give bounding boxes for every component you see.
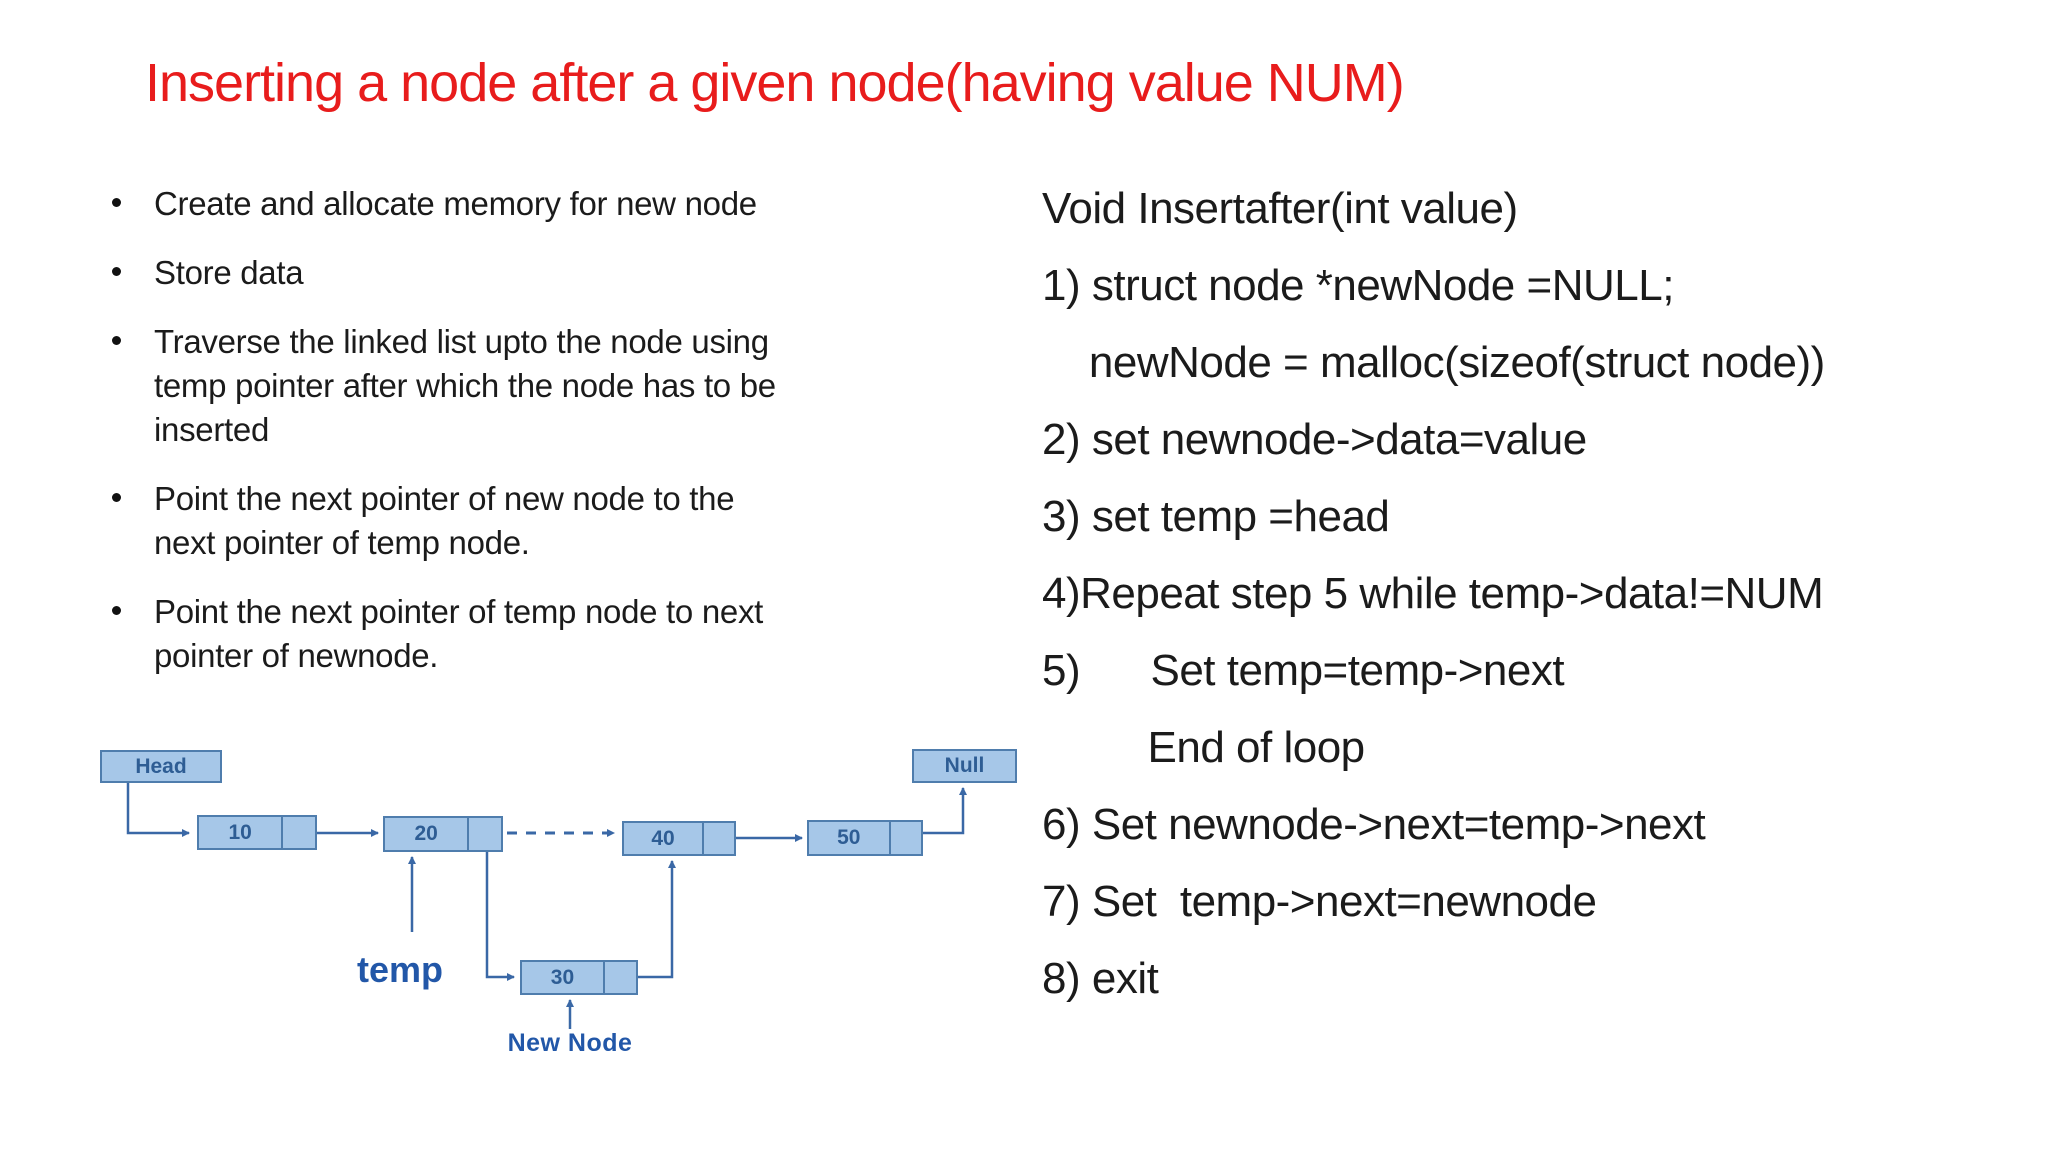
head-box: Head — [100, 750, 222, 783]
node-value: 30 — [550, 965, 575, 989]
code-line: 4)Repeat step 5 while temp->data!=NUM — [1042, 569, 1824, 618]
null-box-label: Null — [944, 754, 985, 777]
node-value: 50 — [837, 826, 861, 849]
node-divider — [467, 818, 470, 850]
code-line: 1) struct node *newNode =NULL; — [1042, 261, 1674, 310]
node-divider — [281, 817, 284, 848]
node-divider — [602, 962, 605, 993]
code-line: End of loop — [1042, 723, 1366, 772]
code-line: 3) set temp =head — [1042, 492, 1390, 541]
bullet-item: Point the next pointer of temp node to n… — [105, 590, 945, 678]
bullet-text: Create and allocate memory for new node — [154, 185, 757, 222]
code-line: 6) Set newnode->next=temp->next — [1042, 800, 1706, 849]
bullet-dot-icon — [112, 336, 121, 345]
node-value: 40 — [651, 826, 675, 850]
bullet-item: Create and allocate memory for new node — [105, 182, 945, 226]
linked-list-diagram: Head Null 10 20 40 50 30 — [90, 735, 1050, 1105]
slide-title: Inserting a node after a given node(havi… — [145, 53, 1405, 113]
arrow-20next-to-30 — [485, 852, 515, 981]
list-node-20: 20 — [383, 816, 503, 852]
bullet-list: Create and allocate memory for new node … — [105, 182, 945, 703]
list-node-40: 40 — [622, 821, 736, 856]
list-node-30-newnode: 30 — [520, 960, 638, 995]
list-node-10: 10 — [197, 815, 317, 850]
pseudocode-block: Void Insertafter(int value) 1) struct no… — [1042, 170, 2032, 1017]
arrow-head-to-10 — [126, 783, 190, 837]
bullet-text: Store data — [154, 254, 304, 291]
temp-pointer-label: temp — [356, 949, 443, 990]
node-divider — [702, 823, 705, 854]
code-line: newNode = malloc(sizeof(struct node)) — [1042, 338, 1825, 387]
bullet-item: Traverse the linked list upto the node u… — [105, 320, 945, 452]
bullet-text: Point the next pointer of new node to th… — [154, 480, 735, 561]
bullet-dot-icon — [112, 606, 121, 615]
null-box: Null — [912, 749, 1017, 783]
code-line: 5) Set temp=temp->next — [1042, 646, 1565, 695]
code-line: 8) exit — [1042, 954, 1159, 1003]
bullet-text: Point the next pointer of temp node to n… — [154, 593, 764, 674]
list-node-50: 50 — [807, 820, 923, 856]
node-value: 10 — [228, 820, 252, 844]
code-line: 2) set newnode->data=value — [1042, 415, 1587, 464]
bullet-text: Traverse the linked list upto the node u… — [154, 323, 776, 448]
bullet-dot-icon — [112, 267, 121, 276]
code-line: Void Insertafter(int value) — [1042, 184, 1518, 233]
arrow-30next-to-40 — [630, 860, 676, 979]
bullet-item: Point the next pointer of new node to th… — [105, 477, 945, 565]
new-node-label: New Node — [507, 1029, 633, 1057]
bullet-dot-icon — [112, 493, 121, 502]
bullet-dot-icon — [112, 198, 121, 207]
head-box-label: Head — [135, 754, 187, 778]
code-line: 7) Set temp->next=newnode — [1042, 877, 1597, 926]
node-divider — [888, 822, 891, 854]
bullet-item: Store data — [105, 251, 945, 295]
node-value: 20 — [414, 822, 438, 845]
